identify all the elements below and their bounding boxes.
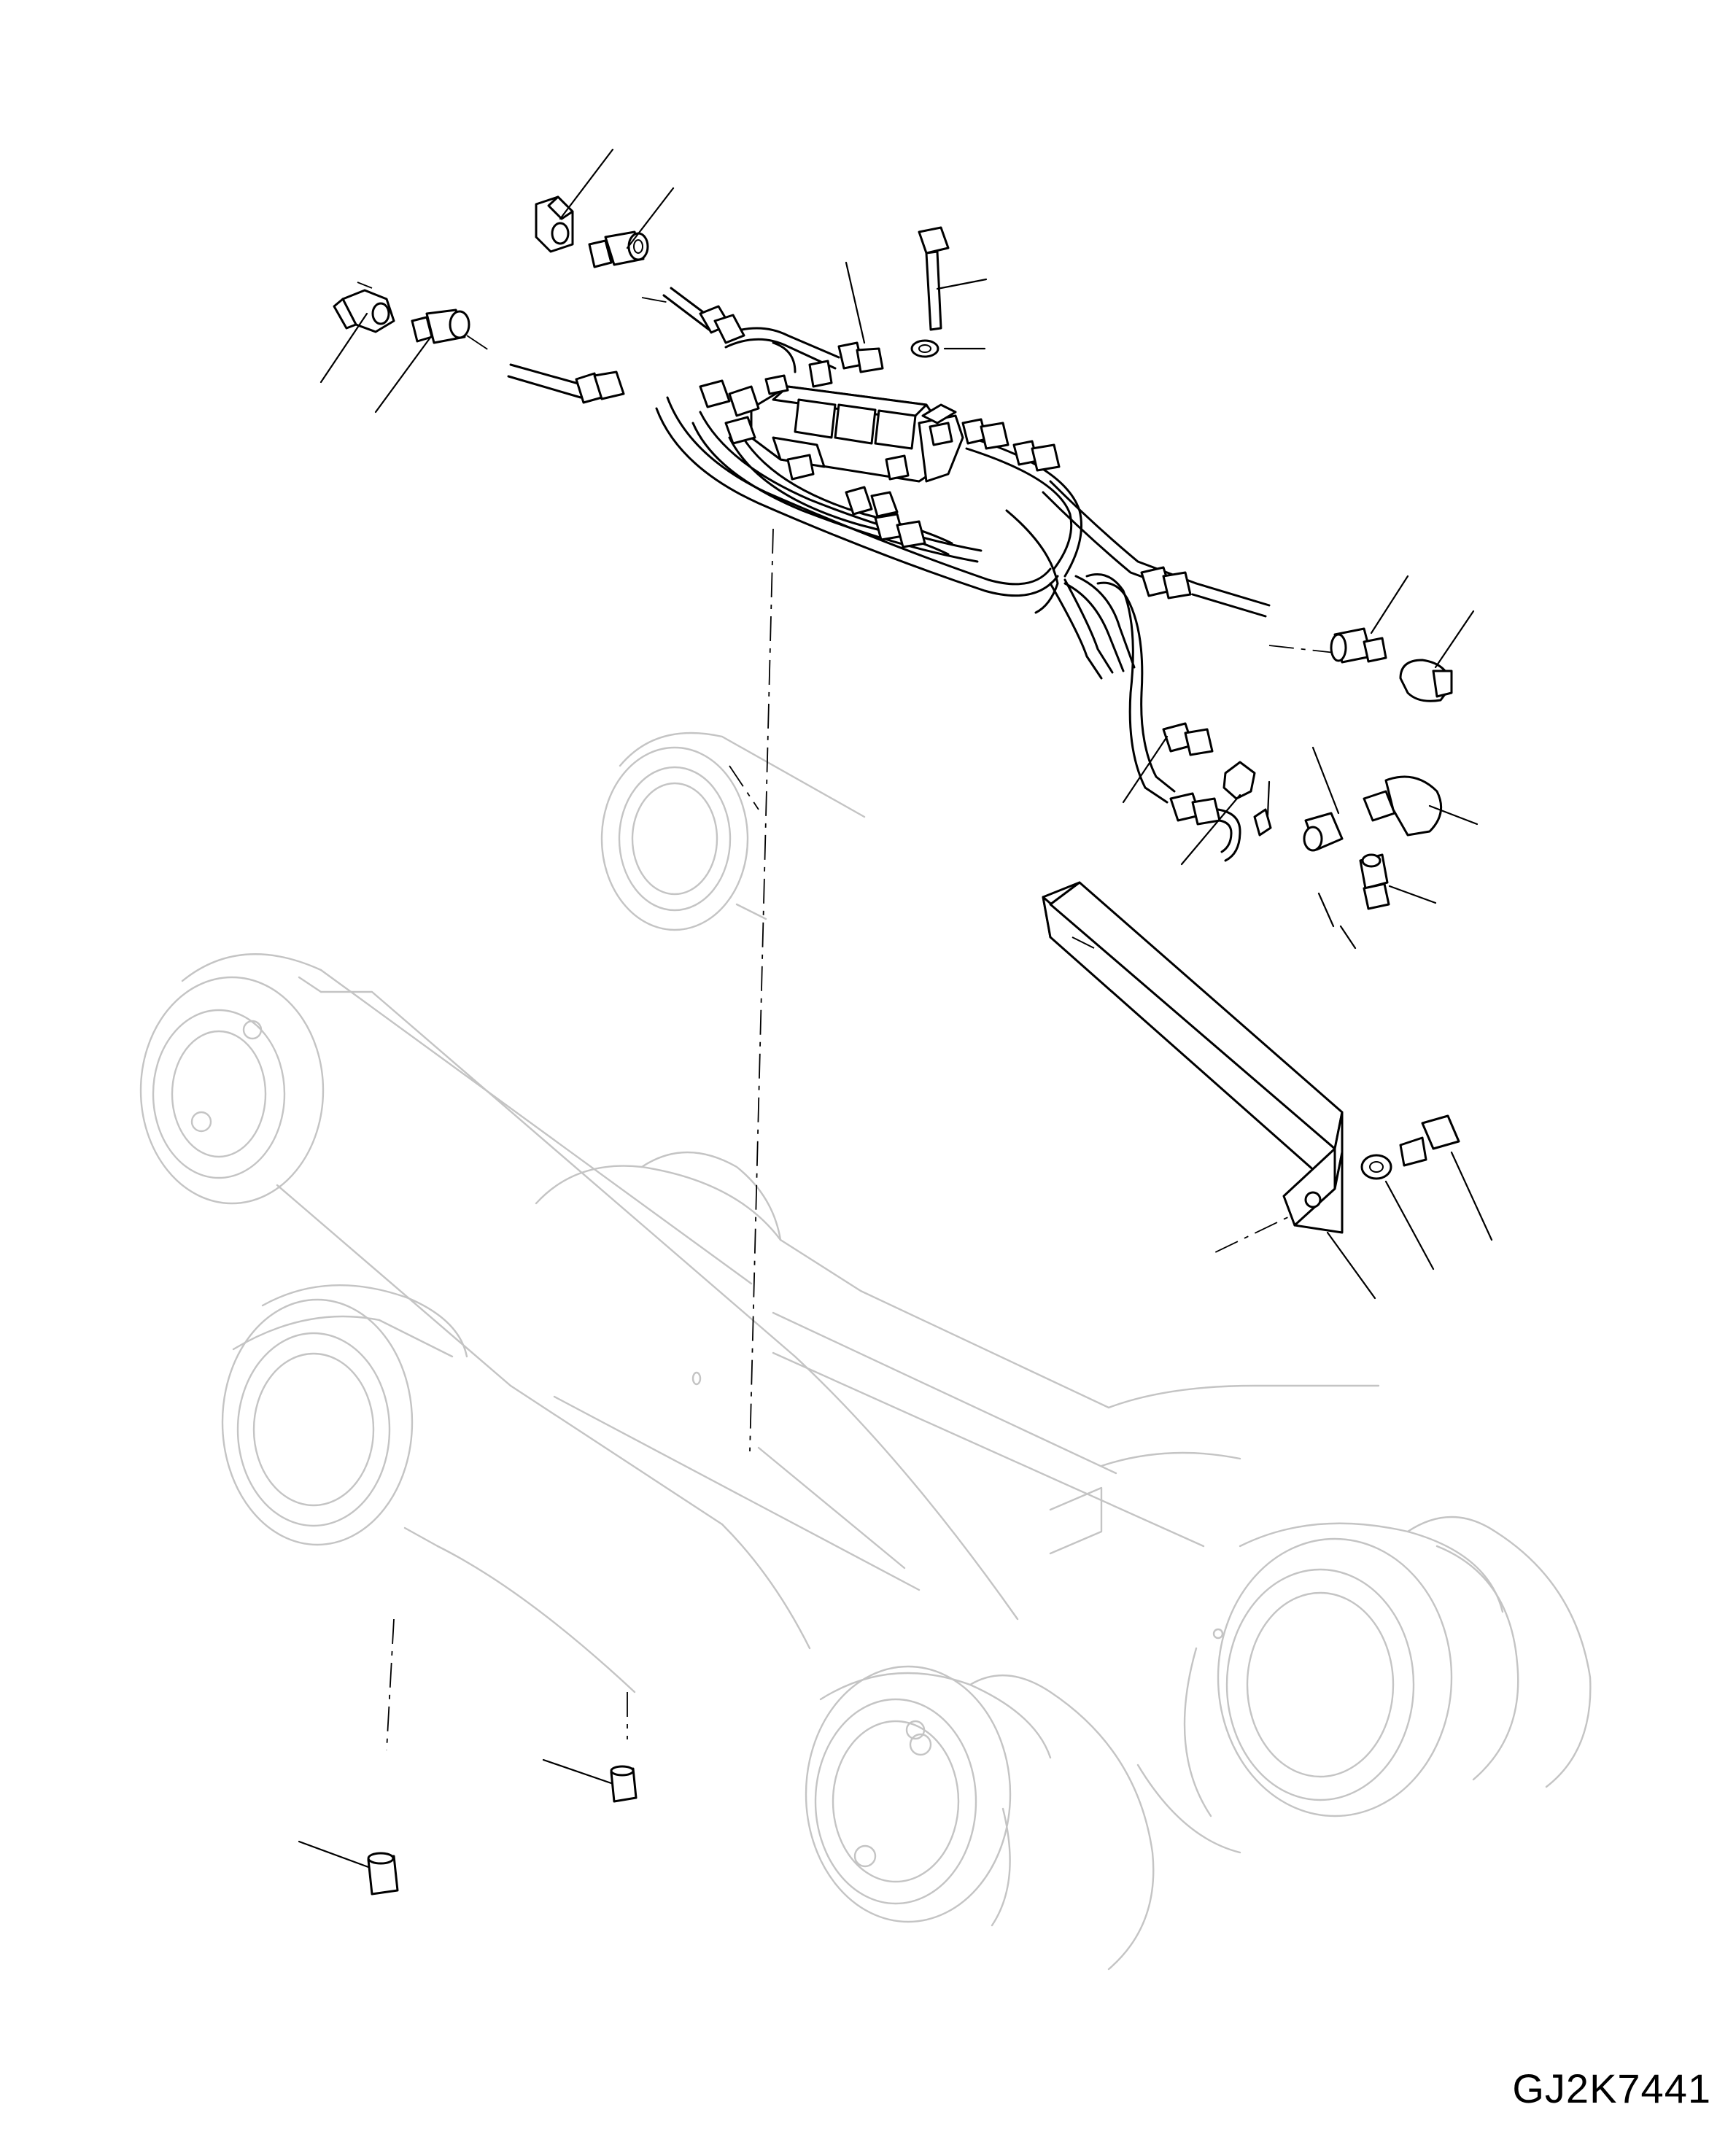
cap-bolt <box>1399 1114 1460 1167</box>
front-bottom-boss <box>805 1665 1155 1971</box>
left-lower-boss <box>221 1284 921 1693</box>
grease-fitting-upper <box>610 1765 638 1803</box>
straight-adapter-left <box>411 309 470 344</box>
right-fittings <box>1140 566 1453 702</box>
drawing-code: GJ2K7441 <box>1512 2065 1711 2111</box>
valve-block <box>699 341 1061 548</box>
lower-fittings <box>1162 722 1443 910</box>
hose-assembly <box>505 287 1271 804</box>
hose-end-fitting-upper <box>1162 722 1214 756</box>
flange-washer <box>1360 1154 1392 1180</box>
elbow-adapter-upper-left <box>535 195 574 253</box>
elbow-fitting-lower <box>1222 761 1256 800</box>
upper-rear-boss <box>600 732 866 931</box>
right-bosses <box>1049 1384 1592 1854</box>
middle-cross-boss <box>535 1151 1205 1548</box>
straight-adapter-right <box>1330 627 1387 664</box>
elbow-adapter-right <box>1399 659 1453 702</box>
grease-fitting-lower <box>367 1852 399 1896</box>
leader-lines <box>298 148 1493 1869</box>
nipple <box>1253 808 1272 837</box>
link-assembly-ghost <box>139 732 1592 1971</box>
phantom-lines <box>357 282 1336 1751</box>
elbow-adapter-left <box>333 289 395 333</box>
cap <box>1303 812 1344 852</box>
straight-adapter-upper-left <box>588 230 649 268</box>
swivel-elbow <box>1363 775 1443 837</box>
block-washer <box>910 339 939 358</box>
left-upper-boss <box>139 953 325 1205</box>
straight-nipple <box>1359 853 1390 910</box>
hose-end-fitting-lower <box>1169 792 1241 862</box>
upper-left-fittings <box>333 195 745 404</box>
tube-end-right <box>1140 566 1192 600</box>
block-bolt <box>918 226 950 331</box>
main-arm <box>276 969 1019 1650</box>
bracket <box>1042 881 1344 1234</box>
tube-end-left <box>575 370 625 404</box>
tube-end-upper <box>699 305 745 344</box>
